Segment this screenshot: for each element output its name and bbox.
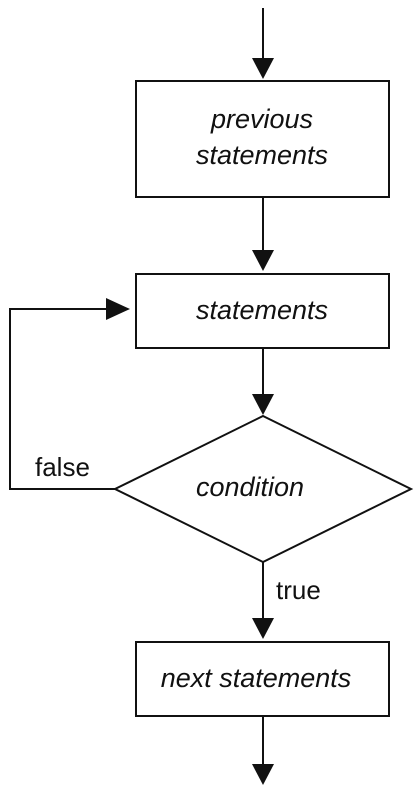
- next-statements-box: next statements: [135, 641, 390, 717]
- statements-label: statements: [196, 295, 328, 325]
- previous-statements-label-line-2: statements: [196, 140, 328, 170]
- entry-arrow: [252, 8, 274, 79]
- false-loop-arrow: [9, 298, 130, 490]
- arrow-statements-to-condition: [252, 348, 274, 415]
- previous-statements-box: previous statements: [135, 80, 390, 198]
- arrow-condition-to-next: [252, 562, 274, 639]
- exit-arrow: [252, 716, 274, 785]
- next-statements-label: next statements: [161, 663, 352, 693]
- arrow-previous-to-statements: [252, 197, 274, 271]
- previous-statements-label-line-1: previous: [210, 104, 313, 134]
- condition-diamond: condition: [112, 414, 414, 564]
- false-label: false: [35, 452, 90, 482]
- condition-label: condition: [196, 472, 304, 502]
- true-label: true: [276, 575, 321, 605]
- statements-box: statements: [135, 273, 390, 349]
